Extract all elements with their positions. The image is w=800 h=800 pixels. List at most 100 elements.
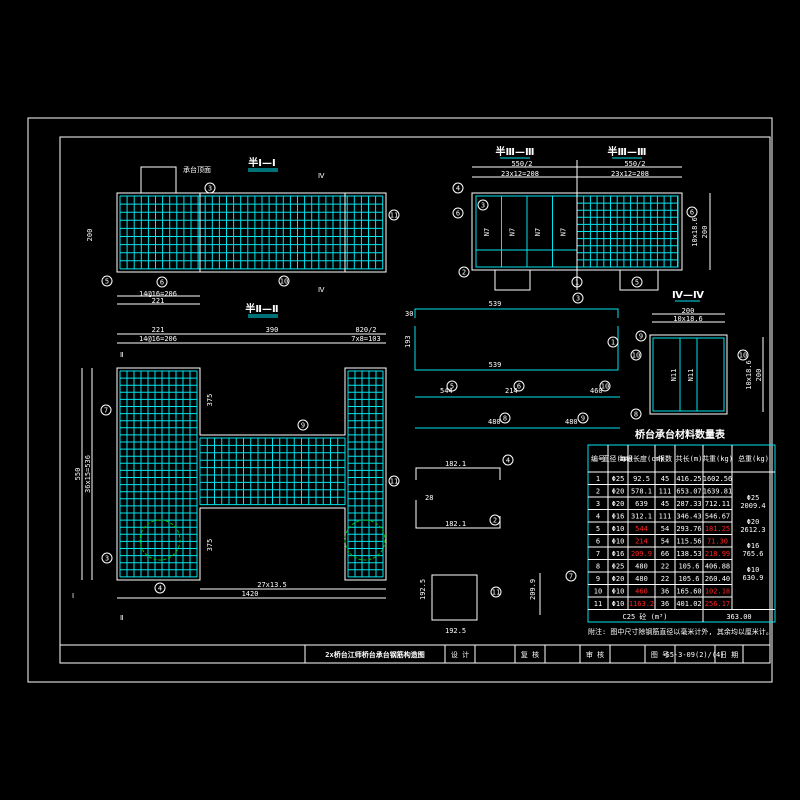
svg-text:200: 200 (682, 307, 695, 315)
svg-text:9: 9 (301, 422, 305, 430)
svg-text:N7: N7 (534, 228, 542, 236)
bar-number-1: 1 (571, 276, 583, 288)
svg-text:54: 54 (661, 525, 669, 533)
bar-shapes: 539 30 539 193 544 214 460 480 480 182.1… (404, 300, 620, 635)
svg-text:480: 480 (488, 418, 501, 426)
table-header: 直径(mm) (603, 454, 634, 463)
svg-text:Φ10: Φ10 (612, 525, 625, 533)
rebar-grid (119, 195, 384, 270)
svg-text:105.6: 105.6 (678, 563, 699, 571)
svg-text:712.11: 712.11 (705, 500, 730, 508)
svg-text:3: 3 (105, 555, 109, 563)
svg-text:8: 8 (503, 415, 507, 423)
svg-text:539: 539 (489, 361, 502, 369)
svg-text:66: 66 (661, 550, 669, 558)
svg-text:639: 639 (635, 500, 648, 508)
svg-text:192.5: 192.5 (445, 627, 466, 635)
svg-text:3: 3 (481, 202, 485, 210)
design-label: 设 计 (451, 650, 469, 659)
svg-text:27x13.5: 27x13.5 (257, 581, 287, 589)
svg-text:550/2: 550/2 (511, 160, 532, 168)
svg-text:Φ20: Φ20 (612, 575, 625, 583)
bar-number-11: 11 (388, 209, 400, 221)
svg-text:7: 7 (569, 573, 573, 581)
svg-text:10: 10 (594, 588, 602, 596)
svg-text:半Ⅲ—Ⅲ: 半Ⅲ—Ⅲ (496, 145, 535, 158)
svg-text:22: 22 (661, 575, 669, 583)
svg-text:10x18.6: 10x18.6 (673, 315, 703, 323)
svg-text:N7: N7 (509, 228, 517, 236)
svg-text:3: 3 (596, 500, 600, 508)
svg-text:544: 544 (635, 525, 648, 533)
svg-text:550: 550 (74, 468, 82, 481)
svg-text:5: 5 (105, 278, 109, 286)
svg-text:111: 111 (659, 513, 672, 521)
svg-text:36: 36 (661, 588, 669, 596)
svg-text:1420: 1420 (242, 590, 259, 598)
svg-text:1: 1 (611, 339, 615, 347)
svg-text:293.76: 293.76 (676, 525, 701, 533)
svg-text:256.17: 256.17 (705, 600, 730, 608)
svg-text:209.9: 209.9 (631, 550, 652, 558)
svg-text:1639.81: 1639.81 (703, 488, 733, 496)
svg-text:11: 11 (492, 589, 500, 597)
drawing-no: S5-3-09(2)/(4) (665, 651, 724, 659)
svg-text:10: 10 (280, 278, 288, 286)
bar-number-6: 6 (686, 206, 698, 218)
svg-text:7: 7 (104, 407, 108, 415)
svg-text:54: 54 (661, 538, 669, 546)
svg-text:2612.3: 2612.3 (740, 526, 765, 534)
bar-number-10: 10 (599, 380, 611, 392)
svg-text:460: 460 (635, 588, 648, 596)
svg-text:2009.4: 2009.4 (740, 502, 765, 510)
svg-text:Φ10: Φ10 (612, 538, 625, 546)
svg-text:6: 6 (160, 279, 164, 287)
svg-text:214: 214 (505, 387, 518, 395)
svg-text:10x18.6: 10x18.6 (745, 360, 753, 390)
svg-text:23x12=208: 23x12=208 (611, 170, 649, 178)
left-elevation-view: 半Ⅰ—Ⅰ 承台顶面 Ⅳ Ⅳ 14@16=206 221 200 (86, 156, 387, 305)
svg-text:23x12=208: 23x12=208 (501, 170, 539, 178)
material-table: 桥台承台材料数量表 编号直径(mm)每根长度(cm)根数共长(m)共重(kg)总… (587, 428, 776, 636)
bar-number-7: 7 (100, 404, 112, 416)
svg-text:209.9: 209.9 (529, 579, 537, 600)
svg-text:221: 221 (152, 297, 165, 305)
svg-text:111: 111 (659, 488, 672, 496)
bar-number-2: 2 (458, 266, 470, 278)
bar-number-6: 6 (513, 380, 525, 392)
svg-text:346.43: 346.43 (676, 513, 701, 521)
svg-text:Φ10: Φ10 (612, 588, 625, 596)
bar-number-3: 3 (204, 182, 216, 194)
bar-number-3: 3 (101, 552, 113, 564)
bar-number-7: 7 (565, 570, 577, 582)
bar-number-4: 4 (502, 454, 514, 466)
svg-text:416.25: 416.25 (676, 475, 701, 483)
svg-text:546.67: 546.67 (705, 513, 730, 521)
drawing-title: 2x桥台江师桥台承台钢筋构造图 (325, 650, 424, 659)
svg-text:Ⅰ: Ⅰ (72, 592, 74, 600)
svg-text:480: 480 (635, 575, 648, 583)
bar-number-3: 3 (477, 199, 489, 211)
svg-text:Φ16: Φ16 (612, 550, 625, 558)
bar-number-11: 11 (388, 475, 400, 487)
concrete-value: 363.00 (726, 613, 751, 621)
svg-text:820/2: 820/2 (355, 326, 376, 334)
table-header: 共长(m) (676, 454, 703, 463)
bar-number-1: 1 (607, 336, 619, 348)
svg-text:9: 9 (581, 415, 585, 423)
svg-text:2: 2 (462, 269, 466, 277)
svg-text:375: 375 (206, 539, 214, 552)
svg-text:630.9: 630.9 (742, 574, 763, 582)
svg-text:1: 1 (575, 279, 579, 287)
svg-text:45: 45 (661, 475, 669, 483)
table-header: 共重(kg) (702, 454, 733, 463)
svg-text:14@16=206: 14@16=206 (139, 290, 177, 298)
svg-text:480: 480 (565, 418, 578, 426)
bar-number-4: 4 (452, 182, 464, 194)
